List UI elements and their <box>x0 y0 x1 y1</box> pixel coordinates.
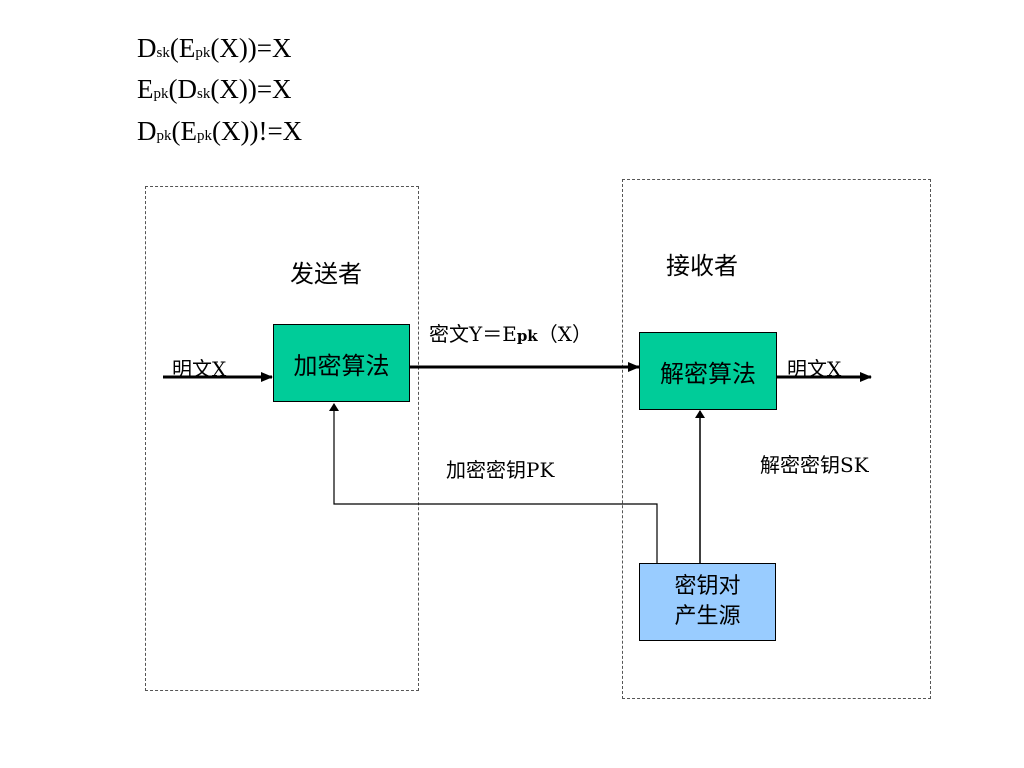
plaintext-out-label: 明文X <box>787 357 842 381</box>
pk-route <box>329 403 658 563</box>
sender-title: 发送者 <box>290 260 362 288</box>
key-source-line1: 密钥对 <box>674 574 741 599</box>
formula-subscript: pk <box>196 128 212 144</box>
encrypt-algorithm-box: 加密算法 <box>273 324 410 402</box>
sender-region <box>145 186 419 691</box>
key-pair-source-box: 密钥对 产生源 <box>639 563 776 641</box>
formula-text: (X))=X <box>210 74 292 104</box>
formula-text: (E <box>171 116 197 146</box>
encrypt-key-label: 加密密钥PK <box>446 458 555 482</box>
formula-subscript: sk <box>156 45 170 61</box>
ciphertext-prefix: 密文Y＝E <box>429 322 517 346</box>
formula-text: (X))=X <box>210 33 292 63</box>
decrypt-algorithm-box: 解密算法 <box>639 332 777 410</box>
key-source-line2: 产生源 <box>674 604 741 629</box>
formula-text: (X))!=X <box>211 116 303 146</box>
ciphertext-sub: pk <box>516 327 538 345</box>
formula-subscript: pk <box>156 128 172 144</box>
formula-text: E <box>137 74 154 104</box>
formula-text: D <box>137 116 157 146</box>
formula-text: D <box>137 33 157 63</box>
formula-3: Dpk(Epk(X))!=X <box>137 115 302 152</box>
plaintext-in-label: 明文X <box>172 357 227 381</box>
formula-subscript: pk <box>153 86 169 102</box>
ciphertext-label: 密文Y＝Epk（X） <box>429 318 592 347</box>
decrypt-key-label: 解密密钥SK <box>760 453 869 477</box>
formula-subscript: pk <box>195 45 211 61</box>
receiver-region <box>622 179 931 699</box>
receiver-title: 接收者 <box>666 252 738 280</box>
formula-subscript: sk <box>197 86 211 102</box>
formula-text: (E <box>169 33 196 63</box>
formula-2: Epk(Dsk(X))=X <box>137 73 292 110</box>
formula-text: (D <box>168 74 198 104</box>
formula-1: Dsk(Epk(X))=X <box>137 32 292 69</box>
ciphertext-suffix: （X） <box>537 322 592 346</box>
